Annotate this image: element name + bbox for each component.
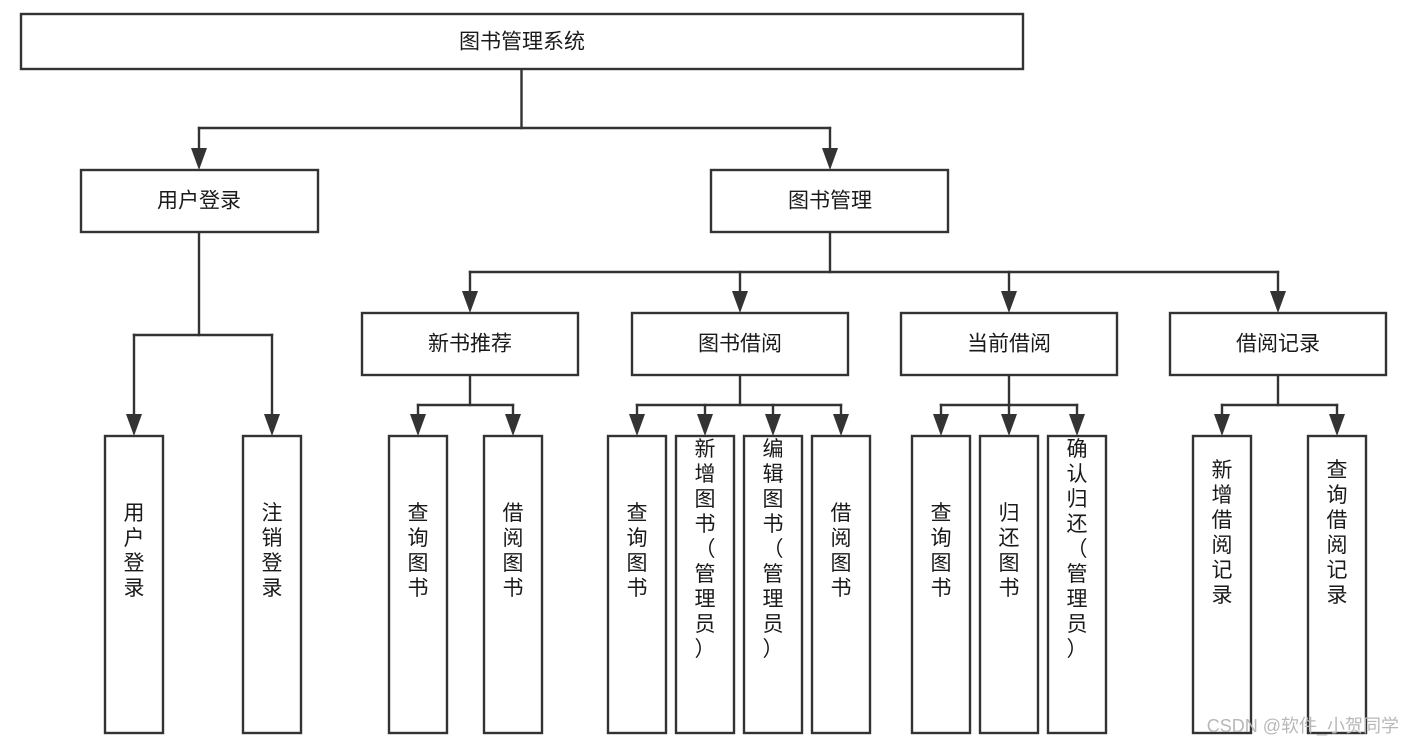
node-leaf-query-book-3-label: 查询图书 [931, 502, 952, 600]
node-leaf-user-login[interactable]: 用户登录 [103, 434, 165, 735]
arrow-head-current-borrow [1001, 291, 1017, 313]
node-leaf-query-book-1-label: 查询图书 [408, 502, 429, 600]
node-root[interactable]: 图书管理系统 [19, 12, 1025, 71]
node-book-manage-label: 图书管理 [788, 190, 872, 213]
node-leaf-query-book-3[interactable]: 查询图书 [910, 434, 972, 735]
arrow-head-user-login [191, 148, 207, 170]
node-leaf-add-record[interactable]: 新增借阅记录 [1191, 434, 1253, 735]
node-leaf-user-login-box[interactable] [103, 434, 165, 735]
node-new-book-recommend-box[interactable] [360, 311, 580, 377]
node-leaf-query-book-1[interactable]: 查询图书 [387, 434, 449, 735]
node-leaf-logout-login-box[interactable] [241, 434, 303, 735]
node-borrow-record-label: 借阅记录 [1236, 333, 1320, 356]
arrow-head-book-borrow [732, 291, 748, 313]
arrow-head-leaf-borrow-book-1 [505, 414, 521, 436]
csdn-watermark: CSDN @软件_小贺同学 [1207, 716, 1399, 737]
node-leaf-query-book-2-box[interactable] [606, 434, 668, 735]
node-user-login-label: 用户登录 [157, 190, 241, 213]
arrow-head-leaf-edit-book [765, 414, 781, 436]
node-leaf-query-book-1-box[interactable] [387, 434, 449, 735]
node-leaf-query-book-3-box[interactable] [910, 434, 972, 735]
node-leaf-query-record-label: 查询借阅记录 [1327, 459, 1348, 607]
node-root-box[interactable] [19, 12, 1025, 71]
node-book-borrow[interactable]: 图书借阅 [630, 311, 850, 377]
node-book-manage[interactable]: 图书管理 [709, 168, 950, 234]
node-leaf-edit-book-label: 编辑图书（管理员） [763, 438, 784, 661]
node-leaf-query-record[interactable]: 查询借阅记录 [1306, 434, 1368, 735]
node-leaf-confirm-return-label: 确认归还（管理员） [1067, 438, 1088, 661]
arrow-head-leaf-query-book-3 [933, 414, 949, 436]
arrow-head-leaf-add-record [1214, 414, 1230, 436]
node-leaf-logout-login-label: 注销登录 [262, 502, 283, 600]
node-leaf-edit-book-box[interactable] [742, 434, 804, 735]
node-current-borrow-label: 当前借阅 [967, 333, 1051, 356]
node-current-borrow[interactable]: 当前借阅 [899, 311, 1119, 377]
node-leaf-edit-book[interactable]: 编辑图书（管理员） [742, 434, 804, 735]
node-leaf-return-book[interactable]: 归还图书 [978, 434, 1040, 735]
node-leaf-borrow-book-1-label: 借阅图书 [503, 502, 524, 600]
node-leaf-borrow-book-2[interactable]: 借阅图书 [810, 434, 872, 735]
node-root-label: 图书管理系统 [459, 31, 585, 54]
arrow-head-leaf-logout-login [264, 414, 280, 436]
node-leaf-logout-login[interactable]: 注销登录 [241, 434, 303, 735]
node-leaf-borrow-book-1-box[interactable] [482, 434, 544, 735]
node-leaf-confirm-return[interactable]: 确认归还（管理员） [1046, 434, 1108, 735]
node-leaf-add-book[interactable]: 新增图书（管理员） [674, 434, 736, 735]
node-leaf-query-book-2[interactable]: 查询图书 [606, 434, 668, 735]
node-user-login[interactable]: 用户登录 [79, 168, 320, 234]
node-book-borrow-label: 图书借阅 [698, 333, 782, 356]
arrow-head-leaf-query-book-2 [629, 414, 645, 436]
node-book-manage-box[interactable] [709, 168, 950, 234]
node-leaf-borrow-book-2-box[interactable] [810, 434, 872, 735]
arrow-head-new-book-recommend [462, 291, 478, 313]
node-leaf-query-book-2-label: 查询图书 [627, 502, 648, 600]
arrow-head-leaf-add-book [697, 414, 713, 436]
node-leaf-user-login-label: 用户登录 [124, 502, 145, 600]
node-borrow-record[interactable]: 借阅记录 [1168, 311, 1388, 377]
node-leaf-return-book-box[interactable] [978, 434, 1040, 735]
arrow-head-book-manage [822, 148, 838, 170]
node-borrow-record-box[interactable] [1168, 311, 1388, 377]
node-new-book-recommend-label: 新书推荐 [428, 333, 512, 356]
arrow-head-leaf-user-login [126, 414, 142, 436]
node-leaf-borrow-book-1[interactable]: 借阅图书 [482, 434, 544, 735]
node-leaf-query-record-box[interactable] [1306, 434, 1368, 735]
node-leaf-confirm-return-box[interactable] [1046, 434, 1108, 735]
arrow-head-leaf-borrow-book-2 [833, 414, 849, 436]
node-leaf-borrow-book-2-label: 借阅图书 [831, 502, 852, 600]
arrow-head-borrow-record [1270, 291, 1286, 313]
node-leaf-add-record-label: 新增借阅记录 [1212, 459, 1233, 607]
arrow-head-leaf-confirm-return [1069, 414, 1085, 436]
node-user-login-box[interactable] [79, 168, 320, 234]
connector-layer [126, 67, 1345, 436]
arrow-head-leaf-query-book-1 [410, 414, 426, 436]
node-book-borrow-box[interactable] [630, 311, 850, 377]
arrow-head-leaf-query-record [1329, 414, 1345, 436]
node-leaf-add-book-label: 新增图书（管理员） [695, 438, 716, 661]
node-current-borrow-box[interactable] [899, 311, 1119, 377]
node-new-book-recommend[interactable]: 新书推荐 [360, 311, 580, 377]
node-leaf-add-record-box[interactable] [1191, 434, 1253, 735]
arrow-head-leaf-return-book [1001, 414, 1017, 436]
node-leaf-add-book-box[interactable] [674, 434, 736, 735]
node-leaf-return-book-label: 归还图书 [999, 502, 1020, 600]
